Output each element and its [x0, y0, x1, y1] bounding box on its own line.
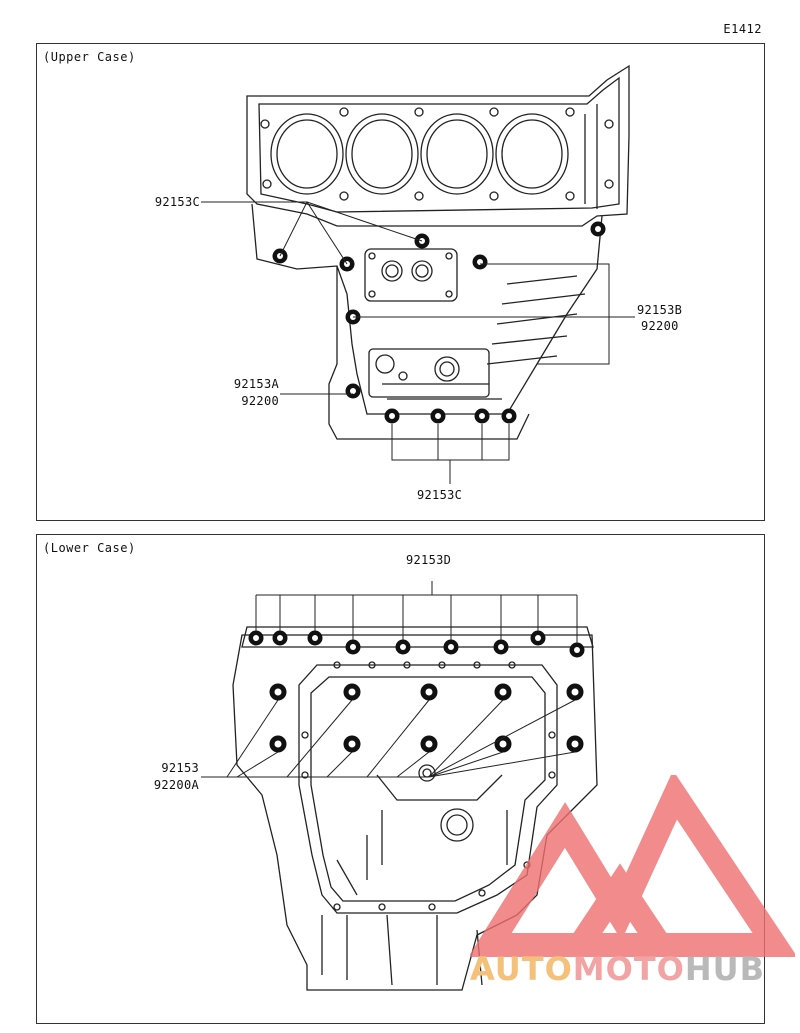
watermark-hub: HUB [684, 950, 766, 988]
lower-case-panel: (Lower Case) [36, 534, 765, 1024]
label-92153c-top: 92153C [154, 195, 200, 209]
label-92200-b: 92200 [641, 319, 679, 333]
watermark-logo-icon [470, 775, 795, 957]
label-92153a: 92153A [233, 377, 279, 391]
label-92200a: 92200A [153, 778, 199, 792]
diagram-code: E1412 [723, 22, 762, 36]
label-92153: 92153 [161, 761, 199, 775]
watermark-auto: AUTO [470, 950, 573, 988]
upper-case-panel: (Upper Case) [36, 43, 765, 521]
watermark-moto: MOTO [572, 950, 685, 988]
lower-case-title: (Lower Case) [43, 541, 136, 555]
label-92200-a: 92200 [241, 394, 279, 408]
label-92153d: 92153D [406, 553, 452, 567]
upper-case-title: (Upper Case) [43, 50, 136, 64]
lower-case-drawing [201, 581, 598, 991]
upper-case-drawing [201, 64, 635, 484]
label-92153c-bottom: 92153C [417, 488, 463, 502]
watermark-text: AUTOMOTOHUB [470, 950, 765, 988]
label-92153b: 92153B [637, 303, 683, 317]
